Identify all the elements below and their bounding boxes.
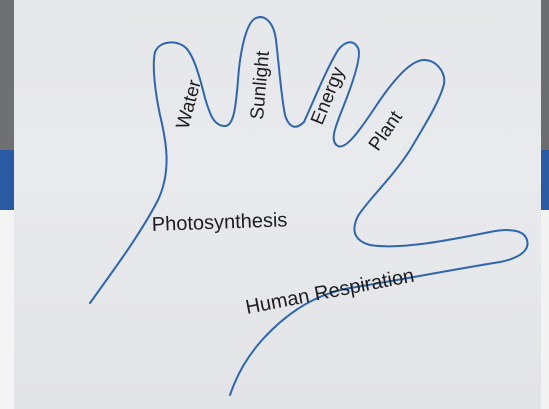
thumb-label-human-respiration: Human Respiration — [244, 265, 416, 319]
finger-label-energy: Energy — [307, 64, 349, 128]
palm-label-photosynthesis: Photosynthesis — [151, 209, 287, 236]
finger-label-sunlight: Sunlight — [247, 49, 274, 120]
hand-outline — [90, 17, 528, 395]
finger-label-water: Water — [173, 77, 206, 131]
